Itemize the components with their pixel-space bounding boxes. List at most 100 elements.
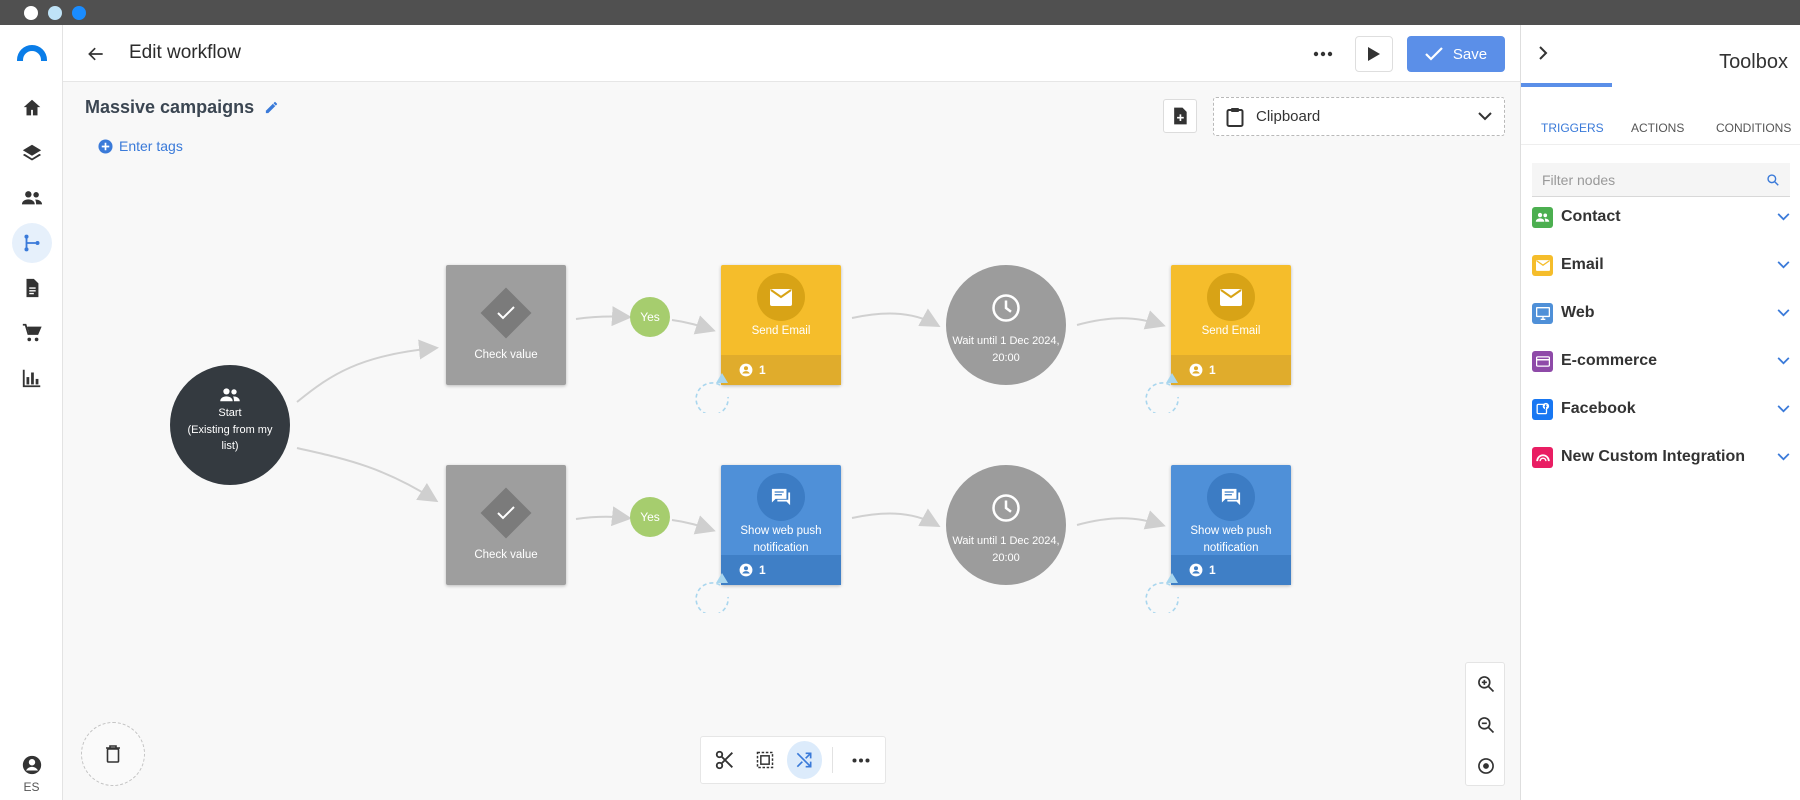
- category-new-custom-integration[interactable]: New Custom Integration: [1532, 445, 1790, 469]
- count-value: 1: [759, 363, 766, 377]
- collapse-toolbox-button[interactable]: [1533, 43, 1553, 63]
- category-ecommerce[interactable]: E-commerce: [1532, 349, 1790, 373]
- more-horizontal-icon: [852, 758, 870, 762]
- clipboard-dropdown[interactable]: Clipboard: [1213, 97, 1505, 136]
- chevron-down-icon: [1777, 405, 1790, 413]
- loop-back-icon[interactable]: [1142, 369, 1186, 413]
- play-icon: [1368, 47, 1380, 61]
- count-value: 1: [1209, 563, 1216, 577]
- zoom-out-button[interactable]: [1466, 704, 1506, 745]
- chevron-down-icon: [1777, 453, 1790, 461]
- checkmark-icon: [494, 301, 518, 325]
- loop-back-icon[interactable]: [1142, 569, 1186, 613]
- start-node-label-2: (Existing from my: [187, 423, 273, 436]
- chevron-down-icon: [1478, 112, 1492, 121]
- run-workflow-button[interactable]: [1355, 36, 1393, 72]
- connector-start-top: [296, 339, 439, 403]
- window-minimize-dot[interactable]: [48, 6, 62, 20]
- user-account-icon[interactable]: [12, 745, 52, 785]
- wait-label-line-2: 20:00: [992, 551, 1020, 564]
- web-push-node-bottom-2[interactable]: Show web push notification 1: [1171, 465, 1291, 585]
- connector-start-bottom: [296, 447, 439, 503]
- filter-nodes-input[interactable]: Filter nodes: [1532, 163, 1790, 197]
- filter-nodes-placeholder: Filter nodes: [1542, 171, 1616, 188]
- window-titlebar: [0, 0, 1800, 25]
- delete-dropzone[interactable]: [81, 722, 145, 786]
- yes-connector-bottom[interactable]: Yes: [630, 497, 670, 537]
- zoom-out-icon: [1478, 716, 1495, 733]
- loop-back-icon[interactable]: [692, 369, 736, 413]
- wait-node-top[interactable]: Wait until 1 Dec 2024, 20:00: [946, 265, 1066, 385]
- send-email-node-top-2[interactable]: Send Email 1: [1171, 265, 1291, 385]
- count-value: 1: [1209, 363, 1216, 377]
- check-value-node-top[interactable]: Check value: [446, 265, 566, 385]
- home-nav-icon[interactable]: [12, 88, 52, 128]
- loop-back-icon[interactable]: [692, 569, 736, 613]
- chevron-down-icon: [1777, 261, 1790, 269]
- more-options-button[interactable]: [1308, 41, 1338, 67]
- contacts-icon: [1532, 206, 1553, 228]
- yes-connector-top[interactable]: Yes: [630, 297, 670, 337]
- enter-tags-link[interactable]: Enter tags: [98, 138, 183, 154]
- cut-button[interactable]: [707, 741, 743, 779]
- contacts-nav-icon[interactable]: [12, 178, 52, 218]
- select-area-button[interactable]: [747, 741, 783, 779]
- chevron-down-icon: [1777, 213, 1790, 221]
- check-value-node-bottom[interactable]: Check value: [446, 465, 566, 585]
- category-label: Email: [1561, 256, 1604, 273]
- reports-nav-icon[interactable]: [12, 358, 52, 398]
- web-push-label: Show web push notification: [721, 523, 841, 556]
- save-button-label: Save: [1452, 45, 1488, 63]
- edit-pencil-icon[interactable]: [264, 100, 279, 115]
- chevron-down-icon: [1777, 357, 1790, 365]
- wait-label-line-2: 20:00: [992, 351, 1020, 364]
- connector-push-wait-bottom: [851, 508, 941, 527]
- category-label: New Custom Integration: [1561, 448, 1746, 465]
- node-contacts-count: 1: [1171, 355, 1291, 385]
- layers-nav-icon[interactable]: [12, 133, 52, 173]
- back-button[interactable]: [83, 41, 109, 67]
- web-push-label: Show web push notification: [1171, 523, 1291, 556]
- connector-check-yes-top: [575, 306, 632, 327]
- check-icon: [1425, 47, 1443, 61]
- tab-conditions[interactable]: CONDITIONS: [1716, 121, 1792, 135]
- window-close-dot[interactable]: [24, 6, 38, 20]
- web-push-label-line-2: notification: [1203, 541, 1259, 554]
- account-circle-icon: [739, 363, 753, 377]
- connector-check-yes-bottom: [575, 506, 632, 527]
- workflows-nav-icon[interactable]: [12, 223, 52, 263]
- web-push-label-line-1: Show web push: [740, 525, 822, 537]
- web-push-label-line-1: Show web push: [1190, 525, 1272, 537]
- monitor-icon: [1532, 302, 1553, 324]
- category-email[interactable]: Email: [1532, 253, 1790, 277]
- category-contact[interactable]: Contact: [1532, 205, 1790, 229]
- tab-triggers[interactable]: TRIGGERS: [1541, 121, 1604, 135]
- start-node[interactable]: Start (Existing from my list): [170, 365, 290, 485]
- auto-layout-button[interactable]: [786, 741, 823, 779]
- cart-nav-icon[interactable]: [12, 313, 52, 353]
- tab-actions[interactable]: ACTIONS: [1631, 121, 1685, 135]
- category-facebook[interactable]: Facebook: [1532, 397, 1790, 421]
- add-circle-icon: [98, 138, 113, 154]
- connector-yes-email-top: [671, 315, 716, 335]
- facebook-icon: [1532, 398, 1553, 420]
- window-maximize-dot[interactable]: [72, 6, 86, 20]
- web-push-node-bottom[interactable]: Show web push notification 1: [721, 465, 841, 585]
- account-circle-icon: [1189, 563, 1203, 577]
- add-note-button[interactable]: [1163, 99, 1197, 133]
- toolbox-title: Toolbox: [1719, 51, 1788, 73]
- clock-icon: [992, 494, 1020, 522]
- app-logo[interactable]: [17, 45, 47, 61]
- send-email-node-top[interactable]: Send Email 1: [721, 265, 841, 385]
- zoom-in-button[interactable]: [1466, 663, 1506, 704]
- workflow-name-text: Massive campaigns: [85, 97, 255, 117]
- document-nav-icon[interactable]: [12, 268, 52, 308]
- send-email-label: Send Email: [751, 325, 811, 337]
- center-view-button[interactable]: [1466, 745, 1506, 786]
- save-button[interactable]: Save: [1407, 36, 1505, 72]
- wait-node-bottom[interactable]: Wait until 1 Dec 2024, 20:00: [946, 465, 1066, 585]
- category-web[interactable]: Web: [1532, 301, 1790, 325]
- toolbar-more-button[interactable]: [843, 741, 879, 779]
- enter-tags-label: Enter tags: [119, 138, 183, 154]
